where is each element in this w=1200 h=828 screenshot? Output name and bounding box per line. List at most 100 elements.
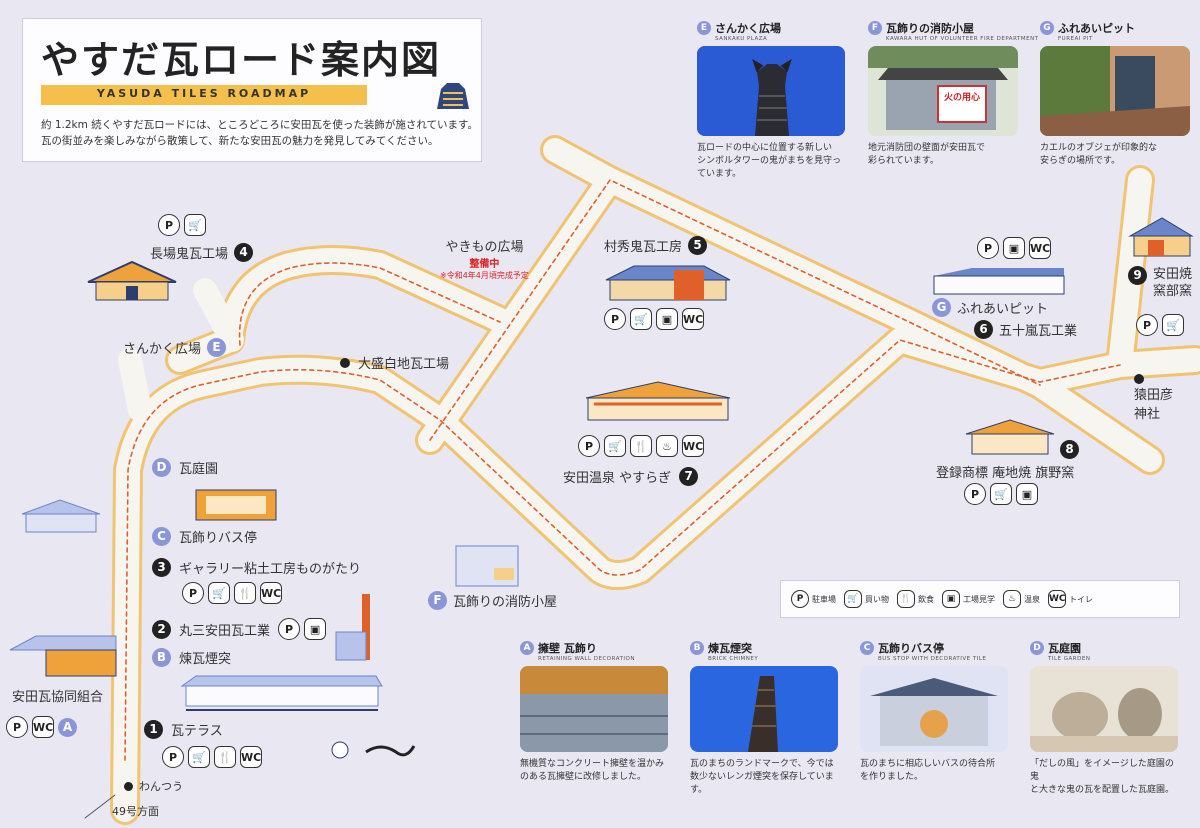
photo-subtitle: SANKAKU PLAZA [715,36,768,42]
spot-1-label[interactable]: 1 瓦テラス [144,720,223,739]
fureai-pit-photo [1040,46,1190,136]
legend-item: ♨温泉 [1003,590,1040,608]
parking-icon: P [1136,314,1158,336]
spot-7-building-illustration [582,380,734,424]
fork-knife-icon: 🍴 [630,435,652,457]
legend-label: 駐車場 [812,594,836,604]
point-b-label[interactable]: B 煉瓦煙突 [152,648,231,667]
spot-8-number: 8 [1060,440,1079,459]
point-badge: F [428,591,447,610]
sarutahiko-shrine[interactable]: 猿田彦 神社 [1134,374,1173,422]
spot-9-icons: P 🛒 [1136,314,1188,336]
parking-icon: P [158,214,180,236]
spot-3-label[interactable]: 3 ギャラリー粘土工房ものがたり [152,558,361,577]
route-line-north [238,262,501,346]
parking-icon: P [977,237,999,259]
photo-text-1: 地元消防団の壁面が安田瓦で [868,143,986,153]
spot-9-label[interactable]: 9 安田焼 窯部窯 [1128,266,1192,300]
photo-title: 瓦庭園 [1048,642,1081,655]
shopping-cart-icon: 🛒 [188,746,210,768]
photo-subtitle: TILE GARDEN [1048,656,1091,662]
point-name: 瓦飾りの消防小屋 [453,595,558,610]
factory-tour-icon: ▣ [1016,483,1038,505]
photo-text-1: カエルのオブジェが印象的な [1040,143,1158,153]
parking-icon: P [182,582,204,604]
completion-note: ※令和4年4月頃完成予定 [440,271,529,280]
left-building-illustration [20,496,102,536]
onsen-icon: ♨ [656,435,678,457]
photo-text-1: 瓦ロードの中心に位置する新しい [697,143,833,153]
title-panel: やすだ瓦ロード案内図 YASUDA TILES ROADMAP 約 1.2km … [22,18,482,162]
badge-d: D [1030,641,1044,655]
union-building-illustration [6,630,120,680]
photo-text-2: を作りました。 [860,772,924,782]
chimney-illustration [332,592,378,664]
parking-icon: P [578,435,600,457]
spot-2-label[interactable]: 2 丸三安田瓦工業 P ▣ [152,618,330,640]
spot-6-label[interactable]: 6 五十嵐瓦工業 [974,320,1077,339]
point-name: 瓦飾りバス停 [179,531,258,546]
shopping-cart-icon: 🛒 [208,582,230,604]
point-name: ふれあいピット [957,302,1049,317]
parking-icon: P [278,618,301,640]
spot-4-label[interactable]: 長場鬼瓦工場 4 [150,243,254,262]
photo-text-1: 瓦のまちに相応しいバスの待合所 [860,759,996,769]
badge-b: B [690,641,704,655]
photo-title: 瓦飾りバス停 [878,642,944,655]
wantsuu-marker[interactable]: わんつう [124,778,183,794]
spot-7-label[interactable]: 安田温泉 やすらぎ 7 [563,467,699,486]
route-49-label: 49号方面 [112,805,159,818]
shopping-cart-icon: 🛒 [604,435,626,457]
factory-tour-icon: ▣ [656,308,678,330]
spot-number: 2 [152,619,171,639]
photo-text-2: のある瓦擁壁に改修しました。 [520,772,647,782]
spot-number: 3 [152,558,171,577]
badge-e: E [697,21,711,35]
photo-text-1: 無機質なコンクリート擁壁を温かみ [520,759,665,769]
point-g-label[interactable]: G ふれあいピット [932,298,1048,317]
spot-number: 6 [974,320,993,339]
legend-label: 買い物 [865,594,889,604]
point-a-name[interactable]: 安田瓦協同組合 [12,690,104,705]
spot-name: 安田温泉 やすらぎ [563,471,672,486]
photo-subtitle: KAWARA HUT OF VOLUNTEER FIRE DEPARTMENT [886,36,1039,42]
oomori-factory[interactable]: 大盛白地瓦工場 [340,353,449,372]
photo-text-2: と大きな鬼の瓦を配置した瓦庭園。 [1030,785,1175,795]
photo-text-2: シンボルタワーの鬼がまちを見守っています。 [697,156,842,179]
badge-c: C [860,641,874,655]
toilet-icon: WC [32,716,54,738]
wantsuu-label: わんつう [139,780,183,793]
point-e-label[interactable]: さんかく広場 E [123,338,227,357]
retaining-wall-photo [520,666,668,752]
point-badge: B [152,648,171,667]
photo-text-2: 安らぎの場所です。 [1040,156,1121,166]
toilet-icon: WC [682,308,704,330]
under-construction-label: 整備中 [469,259,500,270]
parking-icon: P [6,716,28,738]
toilet-icon: WC [682,435,704,457]
spot-number: 9 [1128,266,1147,285]
brick-chimney-photo [690,666,838,752]
yakimono-plaza[interactable]: やきもの広場 整備中 ※令和4年4月頃完成予定 [440,236,529,281]
shopping-cart-icon: 🛒 [1162,314,1184,336]
toilet-icon: WC [1029,237,1051,259]
legend-label: 飲食 [918,594,934,604]
legend-label: 工場見学 [963,594,995,604]
spot-8-label[interactable]: 登録商標 庵地焼 旗野窯 [936,466,1075,481]
spot-5-label[interactable]: 村秀鬼瓦工房 5 [604,236,708,255]
parking-icon: P [162,746,184,768]
factory-tour-icon: ▣ [942,590,960,608]
fire-hut-photo: 火の用心 [868,46,1018,136]
badge-a: A [520,641,534,655]
point-f-label[interactable]: F 瓦飾りの消防小屋 [428,591,557,610]
point-c-label[interactable]: C 瓦飾りバス停 [152,527,257,546]
spot-name: 瓦テラス [171,724,223,739]
spot-8-icons: P 🛒 ▣ [964,483,1042,505]
kawara-terrace-illustration [176,672,386,716]
point-name: 瓦庭園 [179,462,219,477]
point-d-label[interactable]: D 瓦庭園 [152,458,218,477]
badge-g: G [1040,21,1054,35]
tile-garden-illustration [186,482,282,524]
